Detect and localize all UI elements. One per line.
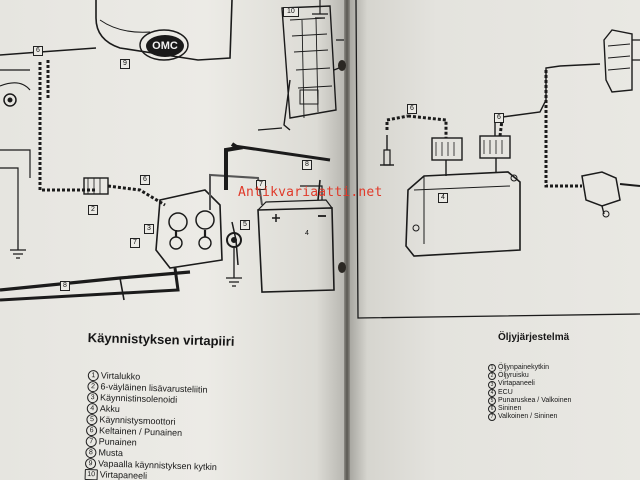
- legend-text: Virtalukko: [100, 370, 141, 382]
- legend-text: ECU: [498, 388, 513, 396]
- legend-number: 1: [488, 364, 496, 373]
- book-gutter: [344, 0, 350, 480]
- legend-number: 5: [488, 396, 496, 405]
- legend-number: 3: [86, 391, 99, 404]
- right-callout-6-a: 6: [407, 104, 417, 114]
- callout-2: 2: [88, 205, 98, 215]
- callout-7-right: 7: [256, 180, 266, 190]
- omc-logo: OMC: [146, 35, 184, 57]
- right-callout-6-b: 6: [494, 113, 504, 123]
- ecu-outline: [405, 171, 521, 257]
- legend-text: Punaruskea / Valkoinen: [498, 396, 572, 404]
- callout-4: 4: [305, 230, 309, 237]
- legend-number: 10: [84, 468, 98, 480]
- binding-hole-bottom: [338, 262, 346, 273]
- legend-number: 4: [488, 388, 496, 397]
- legend-number: 6: [85, 424, 98, 437]
- legend-text: Virtapaneeli: [99, 469, 148, 480]
- legend-text: Öljynpainekytkin: [498, 364, 549, 371]
- callout-3: 3: [144, 224, 154, 234]
- legend-text: Öljyruisku: [498, 372, 529, 380]
- legend-number: 9: [84, 457, 97, 470]
- callout-6-top: 6: [33, 46, 43, 56]
- right-page-title: Öljyjärjestelmä: [498, 332, 570, 343]
- legend-text: Sininen: [498, 405, 522, 413]
- solenoid-outline: [155, 189, 223, 269]
- callout-8-bottom: 8: [60, 281, 70, 291]
- watermark-text: Antikvariaatti.net: [238, 185, 383, 200]
- legend-text: Virtapaneeli: [498, 380, 535, 388]
- binding-hole-top: [338, 60, 346, 71]
- legend-text: Punainen: [98, 436, 137, 448]
- legend-number: 1: [87, 370, 99, 382]
- legend-number: 5: [86, 413, 98, 426]
- battery-outline: [257, 207, 335, 293]
- callout-5: 5: [240, 220, 250, 230]
- legend-text: Akku: [99, 403, 120, 415]
- left-page: OMC 10 9 6 2 6 3 7 5 7 4 8 8 Käynnistyks…: [0, 0, 344, 480]
- starting-circuit-diagram: [0, 0, 344, 302]
- right-callout-4: 4: [438, 193, 448, 203]
- legend-number: 7: [85, 435, 97, 448]
- callout-7-left: 7: [130, 238, 140, 248]
- legend-number: 7: [488, 413, 496, 422]
- callout-9: 9: [120, 59, 130, 69]
- legend-number: 6: [488, 405, 496, 414]
- legend-number: 2: [488, 372, 496, 381]
- callout-10: 10: [283, 7, 299, 17]
- callout-6-mid: 6: [140, 175, 150, 185]
- legend-number: 4: [86, 402, 98, 415]
- legend-number: 8: [85, 446, 97, 459]
- legend-text: Musta: [98, 447, 124, 459]
- legend-number: 3: [488, 380, 496, 389]
- callout-8-top: 8: [302, 160, 312, 170]
- legend-text: Valkoinen / Sininen: [498, 413, 558, 421]
- legend-number: 2: [87, 380, 99, 393]
